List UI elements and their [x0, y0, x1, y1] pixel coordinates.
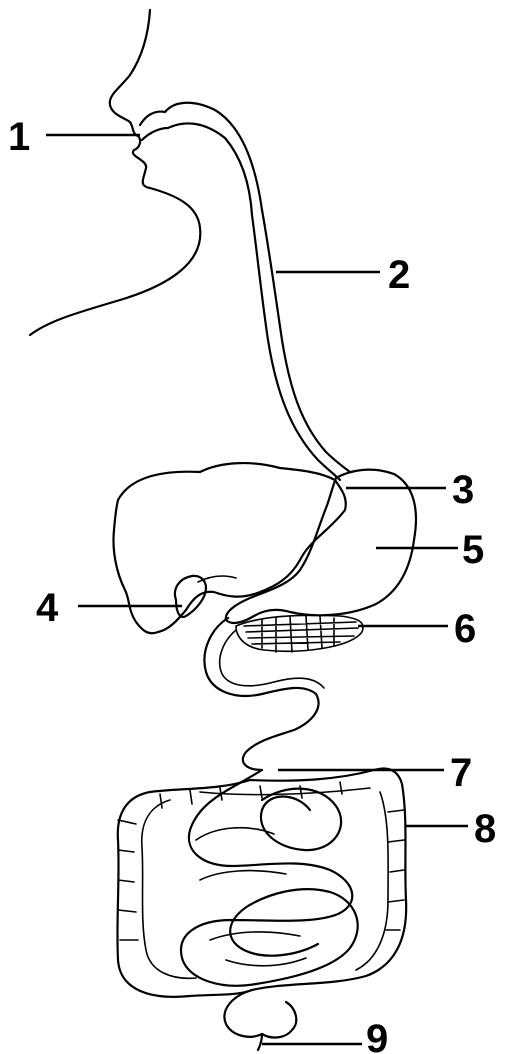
duodenum-inner [220, 630, 324, 688]
stomach [226, 470, 416, 623]
small-intestine-loops-upper [261, 789, 341, 850]
large-intestine-inner [142, 788, 388, 978]
oral-cavity [140, 103, 262, 210]
label-2: 2 [388, 253, 410, 297]
oral-cavity-inner [142, 123, 252, 215]
rectum [224, 990, 296, 1037]
gallbladder [175, 576, 206, 617]
label-7: 7 [450, 751, 472, 795]
head-profile [30, 10, 200, 335]
pancreas [236, 615, 363, 652]
esophagus-left-wall [252, 215, 340, 480]
label-6: 6 [454, 607, 476, 651]
label-5: 5 [462, 528, 484, 572]
label-3: 3 [452, 468, 474, 512]
colon-haustra [118, 782, 404, 940]
esophagus-right-wall [262, 210, 350, 472]
label-9: 9 [366, 1017, 388, 1054]
label-1: 1 [8, 115, 30, 159]
small-intestine [181, 770, 358, 986]
label-4: 4 [36, 586, 59, 630]
label-8: 8 [474, 807, 496, 851]
